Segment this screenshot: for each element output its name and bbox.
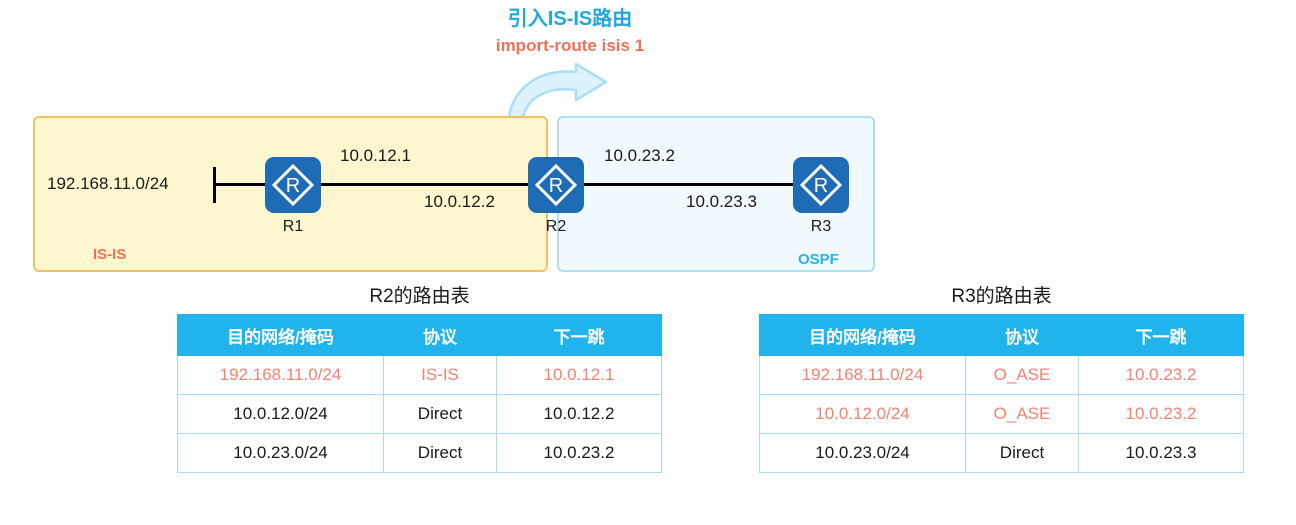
svg-text:R: R xyxy=(549,175,563,197)
router-label-r2: R2 xyxy=(545,218,567,235)
cell-nexthop: 10.0.12.1 xyxy=(496,355,662,395)
cell-destination: 10.0.23.0/24 xyxy=(759,433,966,473)
cell-nexthop: 10.0.23.3 xyxy=(1078,433,1244,473)
cell-destination: 192.168.11.0/24 xyxy=(177,355,384,395)
network-label-r2-r3-near: 10.0.23.2 xyxy=(604,146,675,165)
import-route-annotation: 引入IS-IS路由 import-route isis 1 xyxy=(440,6,700,58)
router-icon-r3[interactable]: R xyxy=(793,157,849,213)
router-label-r1: R1 xyxy=(282,218,304,235)
network-label-r1-r2-far: 10.0.12.2 xyxy=(424,192,495,211)
cell-protocol: Direct xyxy=(965,433,1079,473)
table-row: 10.0.23.0/24 Direct 10.0.23.2 xyxy=(177,433,662,473)
routing-table-block-r3: R3的路由表 目的网络/掩码 协议 下一跳 192.168.11.0/24 O_… xyxy=(759,285,1244,473)
cell-destination: 10.0.12.0/24 xyxy=(759,394,966,434)
table-header-row: 目的网络/掩码 协议 下一跳 xyxy=(177,314,662,356)
table-row: 10.0.23.0/24 Direct 10.0.23.3 xyxy=(759,433,1244,473)
cell-protocol: O_ASE xyxy=(965,394,1079,434)
cell-destination: 10.0.23.0/24 xyxy=(177,433,384,473)
routing-table-r2: 目的网络/掩码 协议 下一跳 192.168.11.0/24 IS-IS 10.… xyxy=(177,314,662,473)
column-header-nexthop: 下一跳 xyxy=(496,314,662,356)
routing-table-title-r2: R2的路由表 xyxy=(369,286,470,307)
annotation-title: 引入IS-IS路由 xyxy=(507,8,633,30)
table-row: 192.168.11.0/24 IS-IS 10.0.12.1 xyxy=(177,355,662,395)
network-label-r2-r3-far: 10.0.23.3 xyxy=(686,192,757,211)
link-r2-to-r3 xyxy=(583,183,793,186)
column-header-destination: 目的网络/掩码 xyxy=(177,314,384,356)
svg-text:R: R xyxy=(814,175,828,197)
router-icon-r1[interactable]: R xyxy=(265,157,321,213)
cell-protocol: Direct xyxy=(383,433,497,473)
table-row: 192.168.11.0/24 O_ASE 10.0.23.2 xyxy=(759,355,1244,395)
cell-protocol: IS-IS xyxy=(383,355,497,395)
column-header-protocol: 协议 xyxy=(965,314,1079,356)
routing-table-title-r3: R3的路由表 xyxy=(951,286,1052,307)
cell-nexthop: 10.0.23.2 xyxy=(1078,355,1244,395)
zone-label-isis: IS-IS xyxy=(93,246,127,263)
table-row: 10.0.12.0/24 Direct 10.0.12.2 xyxy=(177,394,662,434)
router-icon-r2[interactable]: R xyxy=(528,157,584,213)
column-header-protocol: 协议 xyxy=(383,314,497,356)
network-label-r1-r2-near: 10.0.12.1 xyxy=(340,146,411,165)
table-header-row: 目的网络/掩码 协议 下一跳 xyxy=(759,314,1244,356)
table-row: 10.0.12.0/24 O_ASE 10.0.23.2 xyxy=(759,394,1244,434)
cell-destination: 192.168.11.0/24 xyxy=(759,355,966,395)
cell-protocol: O_ASE xyxy=(965,355,1079,395)
annotation-command: import-route isis 1 xyxy=(495,36,645,55)
cell-destination: 10.0.12.0/24 xyxy=(177,394,384,434)
column-header-destination: 目的网络/掩码 xyxy=(759,314,966,356)
routing-table-block-r2: R2的路由表 目的网络/掩码 协议 下一跳 192.168.11.0/24 IS… xyxy=(177,285,662,473)
cell-nexthop: 10.0.12.2 xyxy=(496,394,662,434)
cell-nexthop: 10.0.23.2 xyxy=(1078,394,1244,434)
link-r1-to-r2 xyxy=(320,183,528,186)
cell-protocol: Direct xyxy=(383,394,497,434)
column-header-nexthop: 下一跳 xyxy=(1078,314,1244,356)
zone-label-ospf: OSPF xyxy=(798,251,839,268)
cell-nexthop: 10.0.23.2 xyxy=(496,433,662,473)
svg-text:R: R xyxy=(286,175,300,197)
curved-arrow-right-icon xyxy=(498,62,633,126)
router-label-r3: R3 xyxy=(810,218,832,235)
link-stub-to-r1 xyxy=(213,183,265,186)
routing-table-r3: 目的网络/掩码 协议 下一跳 192.168.11.0/24 O_ASE 10.… xyxy=(759,314,1244,473)
network-label-stub: 192.168.11.0/24 xyxy=(47,174,169,193)
